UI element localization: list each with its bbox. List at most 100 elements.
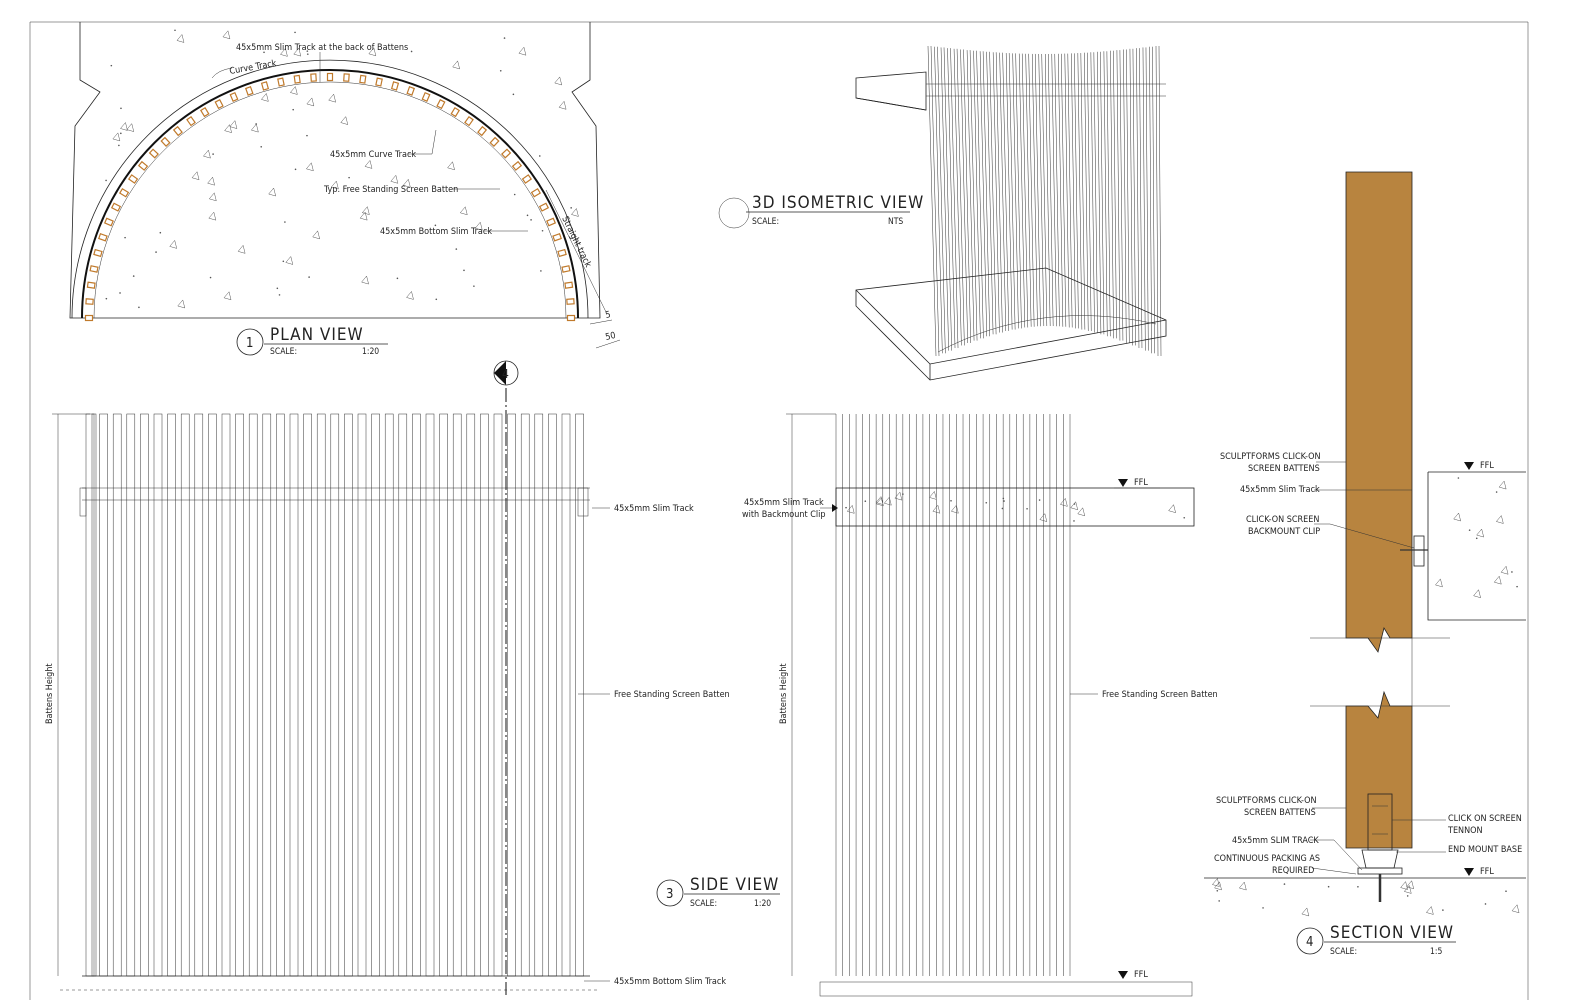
backmount-clip: [1413, 535, 1425, 567]
plan-batten: [501, 148, 512, 159]
iso-batten: [966, 50, 975, 341]
aggregate-mark: [120, 121, 128, 131]
plan-batten: [84, 314, 94, 322]
section-view-number: 4: [1306, 935, 1313, 950]
aggregate-dot: [503, 37, 506, 39]
aggregate-dot: [294, 168, 297, 171]
iso-batten: [973, 50, 981, 339]
section-ffl-bottom: FFL: [1480, 867, 1494, 877]
aggregate-dot: [1442, 909, 1444, 911]
side-view-scale-label: SCALE:: [690, 899, 717, 909]
straight-track: [545, 189, 607, 313]
aggregate-dot: [306, 134, 308, 137]
aggregate-mark: [1039, 513, 1048, 522]
aggregate-mark: [305, 162, 314, 172]
aggregate-dot: [255, 123, 257, 125]
plan-batten: [421, 91, 431, 102]
side-label-slim-2: with Backmount Clip: [742, 510, 826, 520]
aggregate-mark: [224, 124, 232, 133]
aggregate-dot: [902, 493, 904, 495]
aggregate-mark: [406, 290, 414, 300]
side-battens: [835, 414, 1071, 976]
plan-batten: [326, 72, 334, 82]
iso-batten: [986, 51, 994, 335]
aggregate-mark: [1406, 880, 1415, 890]
aggregate-mark: [1500, 565, 1509, 575]
aggregate-mark: [1473, 589, 1481, 599]
front-batten: [221, 413, 231, 977]
plan-batten: [103, 217, 114, 227]
aggregate-dot: [155, 251, 157, 253]
iso-batten-edge: [1093, 52, 1098, 333]
section-view-scale: 1:5: [1430, 947, 1442, 957]
aggregate-mark: [1301, 907, 1310, 917]
aggregate-dot: [541, 229, 544, 232]
plan-batten: [375, 77, 383, 87]
aggregate-dot: [530, 219, 532, 221]
plan-batten: [244, 86, 254, 96]
aggregate-dot: [124, 236, 126, 239]
iso-batten-edge: [969, 50, 978, 341]
aggregate-mark: [1435, 578, 1443, 588]
front-batten: [344, 413, 353, 977]
iso-batten-edge: [1028, 53, 1035, 327]
plan-batten: [172, 125, 183, 137]
label-slim-back: 45x5mm Slim Track at the back of Battens: [236, 43, 408, 53]
iso-batten: [1005, 53, 1013, 330]
front-batten: [276, 413, 285, 977]
front-batten: [126, 413, 136, 977]
plan-batten: [93, 248, 103, 258]
aggregate-dot: [1468, 529, 1471, 531]
aggregate-mark: [340, 116, 349, 125]
iso-batten: [1064, 53, 1070, 328]
aggregate-dot: [1511, 571, 1513, 573]
aggregate-dot: [1283, 883, 1286, 885]
front-batten: [85, 413, 95, 977]
aggregate-dot: [174, 29, 176, 32]
aggregate-mark: [223, 291, 232, 301]
plan-view-number-circle: [236, 328, 264, 356]
iso-batten-edge: [1008, 53, 1016, 330]
aggregate-dot: [1406, 895, 1409, 897]
iso-batten: [1142, 47, 1146, 351]
ffl-marker-icon: [1464, 868, 1474, 876]
aggregate-dot: [105, 179, 107, 182]
iso-batten: [1097, 51, 1102, 335]
plan-batten: [390, 81, 400, 91]
label-bottom-slim: 45x5mm Bottom Slim Track: [380, 227, 492, 237]
front-batten: [548, 413, 557, 977]
section-arrow-icon: [494, 361, 506, 385]
aggregate-mark: [237, 244, 246, 254]
aggregate-mark: [1495, 514, 1504, 524]
aggregate-dot: [435, 298, 438, 301]
end-mount-base: [1361, 849, 1399, 869]
plan-batten: [86, 281, 96, 289]
aggregate-mark: [306, 97, 315, 107]
aggregate-mark: [364, 159, 373, 169]
front-batten: [466, 413, 476, 977]
iso-batten-edge: [1145, 47, 1149, 351]
plan-batten: [561, 265, 571, 273]
sheet-border: [29, 21, 1529, 1000]
aggregate-dot: [1218, 900, 1220, 902]
dim-5: 5: [605, 310, 612, 321]
front-label-free-batten: Free Standing Screen Batten: [614, 690, 730, 700]
plan-batten: [436, 98, 446, 110]
isometric-view: 3D ISOMETRIC VIEW SCALE: NTS: [718, 45, 1167, 381]
iso-batten-edge: [1021, 53, 1029, 328]
aggregate-dot: [110, 64, 113, 67]
aggregate-dot: [512, 93, 515, 96]
iso-batten-edge: [1132, 48, 1136, 346]
plan-batten: [564, 281, 574, 289]
aggregate-mark: [229, 120, 238, 129]
iso-batten-edge: [930, 45, 940, 357]
iso-batten-edge: [989, 51, 997, 335]
side-view: Battens Height FFL FFL 45x5mm Slim Track…: [656, 413, 1218, 997]
plan-view-number: 1: [246, 336, 253, 351]
aggregate-mark: [359, 211, 368, 221]
plan-batten: [511, 160, 523, 171]
aggregate-dot: [1327, 885, 1330, 888]
aggregate-mark: [894, 491, 903, 501]
front-elevation: 4 Battens Height 45x5mm Slim Track Free …: [45, 360, 730, 995]
iso-batten-edge: [1113, 50, 1117, 339]
